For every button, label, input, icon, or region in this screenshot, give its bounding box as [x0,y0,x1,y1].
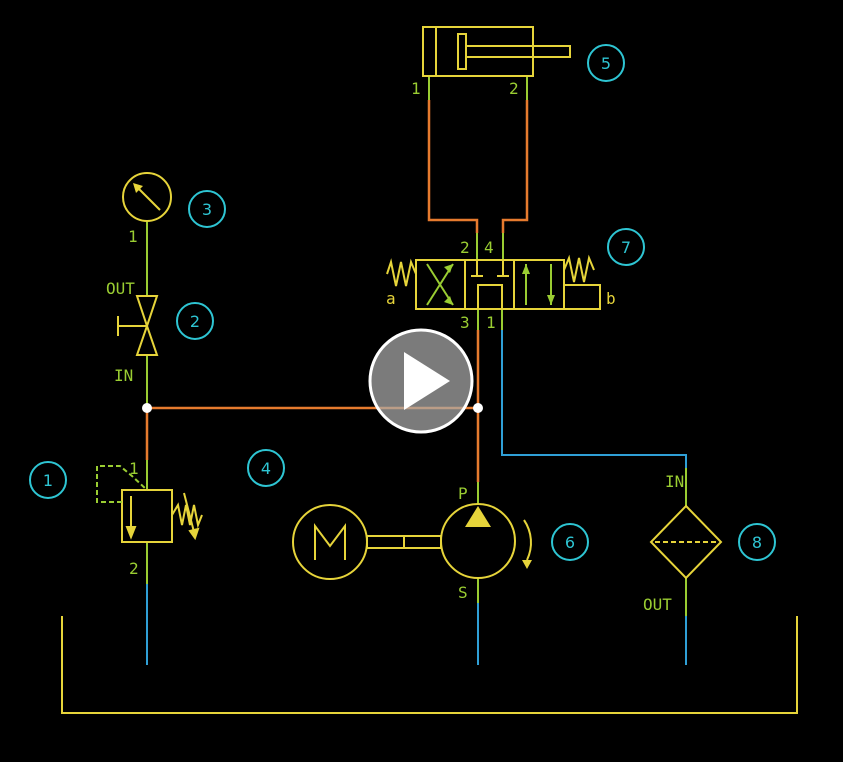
callout-3-number: 3 [202,200,212,219]
pump-icon [440,503,532,579]
cylinder-port-2-label: 2 [509,79,519,98]
dir-valve-port-3-label: 3 [460,313,470,332]
play-icon [404,352,450,410]
dir-valve-port-1-label: 1 [486,313,496,332]
callout-7: 7 [607,228,645,266]
dir-valve-side-b-label: b [606,289,616,308]
tank-outline [61,616,798,714]
callout-2: 2 [176,302,214,340]
callout-7-number: 7 [621,238,631,257]
port-stubs [146,76,687,616]
gauge-port-1-label: 1 [128,227,138,246]
valve-out-label: OUT [106,279,135,298]
dir-valve-port-2-label: 2 [460,238,470,257]
pump-port-s-label: S [458,583,468,602]
callout-1-number: 1 [43,471,53,490]
directional-valve-icon [386,254,601,310]
callout-8: 8 [738,523,776,561]
filter-icon [649,504,723,580]
callout-6-number: 6 [565,533,575,552]
play-button[interactable] [368,328,474,434]
filter-out-label: OUT [643,595,672,614]
pump-port-p-label: P [458,484,468,503]
filter-in-label: IN [665,472,684,491]
valve-flow-arrows [444,264,555,305]
shutoff-valve-icon [117,295,159,356]
relief-valve-icon [121,489,203,543]
callout-5: 5 [587,44,625,82]
callout-3: 3 [188,190,226,228]
relief-port-1-label: 1 [129,459,139,478]
dir-valve-port-4-label: 4 [484,238,494,257]
return-lines [146,330,687,665]
cylinder-port-1-label: 1 [411,79,421,98]
relief-port-2-label: 2 [129,559,139,578]
pressure-gauge-icon [122,172,172,222]
relief-pilot-line [96,465,148,503]
cylinder-icon [422,26,571,77]
junction-dot-left [142,403,152,413]
valve-in-label: IN [114,366,133,385]
dir-valve-side-a-label: a [386,289,396,308]
callout-8-number: 8 [752,533,762,552]
junction-dot-right [473,403,483,413]
callout-5-number: 5 [601,54,611,73]
callout-4-number: 4 [261,459,271,478]
callout-6: 6 [551,523,589,561]
callout-2-number: 2 [190,312,200,331]
callout-1: 1 [29,461,67,499]
callout-4: 4 [247,449,285,487]
